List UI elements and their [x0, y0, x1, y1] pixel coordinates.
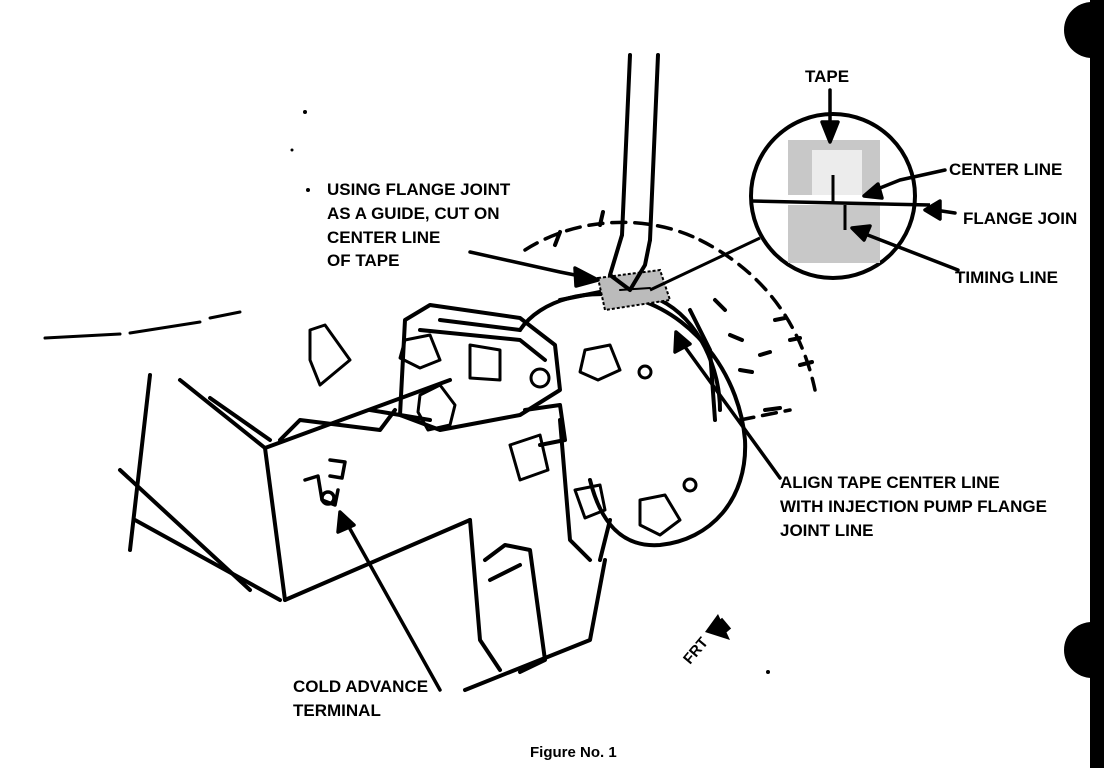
- figure-caption: Figure No. 1: [530, 744, 617, 761]
- frt-label: FRT: [680, 634, 712, 667]
- detail-inset: [649, 112, 931, 292]
- specks: [290, 110, 770, 674]
- align-tape-line: JOINT LINE: [780, 521, 874, 540]
- label-timing-line: TIMING LINE: [955, 268, 1058, 287]
- label-center-line: CENTER LINE: [949, 160, 1062, 179]
- align-tape-line: WITH INJECTION PUMP FLANGE: [780, 497, 1047, 516]
- using-flange-line: AS A GUIDE, CUT ON: [327, 204, 500, 223]
- engine-block: [118, 323, 472, 602]
- front-arrow: FRT: [680, 614, 732, 668]
- label-using-flange: USING FLANGE JOINT AS A GUIDE, CUT ON CE…: [327, 180, 511, 270]
- knife: [608, 53, 660, 292]
- ring-ticks: [553, 210, 814, 412]
- timing-ring: [523, 220, 817, 422]
- leader-arrows: [336, 88, 960, 692]
- pump-housing: [463, 418, 612, 692]
- cold-advance-terminal: [303, 458, 347, 507]
- label-flange-joint: FLANGE JOIN: [963, 209, 1077, 228]
- label-cold-advance: COLD ADVANCE TERMINAL: [293, 677, 428, 720]
- using-flange-line: OF TAPE: [327, 251, 399, 270]
- pump-cover: [398, 303, 567, 482]
- cold-advance-line: TERMINAL: [293, 701, 381, 720]
- label-tape: TAPE: [805, 67, 849, 86]
- label-align-tape: ALIGN TAPE CENTER LINE WITH INJECTION PU…: [780, 473, 1047, 540]
- using-flange-line: CENTER LINE: [327, 228, 440, 247]
- cold-advance-line: COLD ADVANCE: [293, 677, 428, 696]
- align-tape-line: ALIGN TAPE CENTER LINE: [780, 473, 1000, 492]
- pump-flange: [518, 288, 748, 548]
- binder-edge: [1064, 0, 1104, 768]
- background-line: [43, 310, 242, 340]
- using-flange-line: USING FLANGE JOINT: [327, 180, 511, 199]
